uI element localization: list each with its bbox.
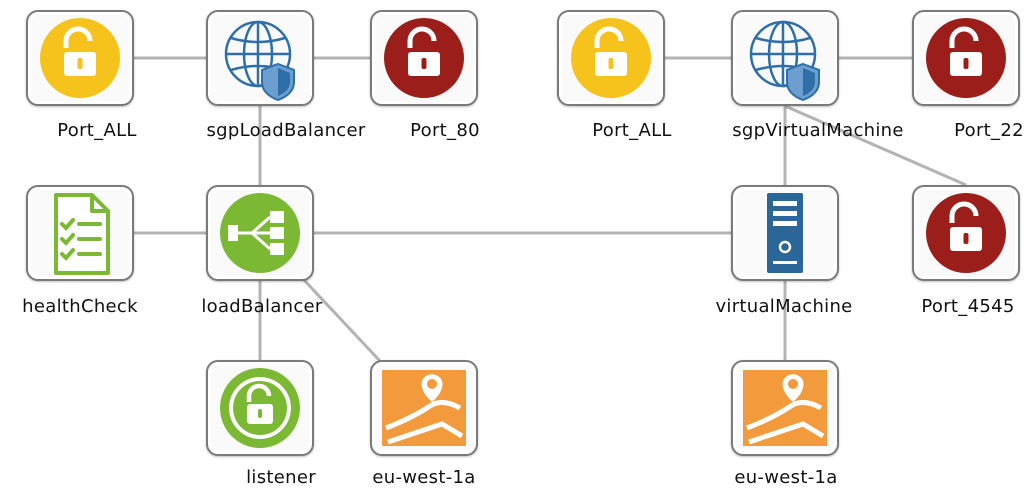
node-port-80[interactable] bbox=[370, 10, 478, 106]
node-eu-west-1a-right[interactable] bbox=[731, 360, 839, 456]
node-label: healthCheck bbox=[22, 296, 138, 317]
node-load-balancer[interactable] bbox=[206, 185, 314, 281]
node-label: virtualMachine bbox=[715, 296, 853, 317]
edge-sgp_virtual_machine-port_4545 bbox=[784, 104, 967, 187]
globe-shield-icon bbox=[224, 20, 295, 102]
map-pin-icon bbox=[382, 370, 466, 446]
node-label: Port_80 bbox=[410, 120, 480, 141]
node-sgp-virtual-machine[interactable] bbox=[731, 10, 839, 106]
map-pin-icon bbox=[743, 370, 827, 446]
open-lock-icon bbox=[384, 18, 464, 98]
node-label: loadBalancer bbox=[201, 296, 323, 317]
open-lock-ring-icon bbox=[220, 368, 300, 448]
node-virtual-machine[interactable] bbox=[731, 185, 839, 281]
open-lock-icon bbox=[40, 18, 120, 98]
node-label: sgpLoadBalancer bbox=[206, 120, 366, 141]
node-label: eu-west-1a bbox=[734, 467, 838, 488]
node-label: sgpVirtualMachine bbox=[732, 120, 904, 141]
node-label: Port_4545 bbox=[921, 296, 1015, 317]
open-lock-icon bbox=[571, 18, 651, 98]
node-label: eu-west-1a bbox=[372, 467, 476, 488]
node-label: listener bbox=[246, 467, 316, 488]
node-port-22[interactable] bbox=[912, 10, 1020, 106]
node-listener[interactable] bbox=[206, 360, 314, 456]
node-label: Port_ALL bbox=[57, 120, 137, 141]
node-port-4545[interactable] bbox=[912, 185, 1020, 281]
open-lock-icon bbox=[926, 18, 1006, 98]
node-port-all-left[interactable] bbox=[26, 10, 134, 106]
node-label: Port_22 bbox=[954, 120, 1024, 141]
globe-shield-icon bbox=[749, 20, 820, 102]
checklist-document-icon bbox=[54, 193, 110, 275]
load-balancer-icon bbox=[220, 193, 300, 273]
server-tower-icon bbox=[767, 193, 803, 273]
node-sgp-load-balancer[interactable] bbox=[206, 10, 314, 106]
node-eu-west-1a-left[interactable] bbox=[370, 360, 478, 456]
open-lock-icon bbox=[926, 193, 1006, 273]
node-port-all-right[interactable] bbox=[557, 10, 665, 106]
node-health-check[interactable] bbox=[26, 185, 134, 281]
node-label: Port_ALL bbox=[592, 120, 672, 141]
